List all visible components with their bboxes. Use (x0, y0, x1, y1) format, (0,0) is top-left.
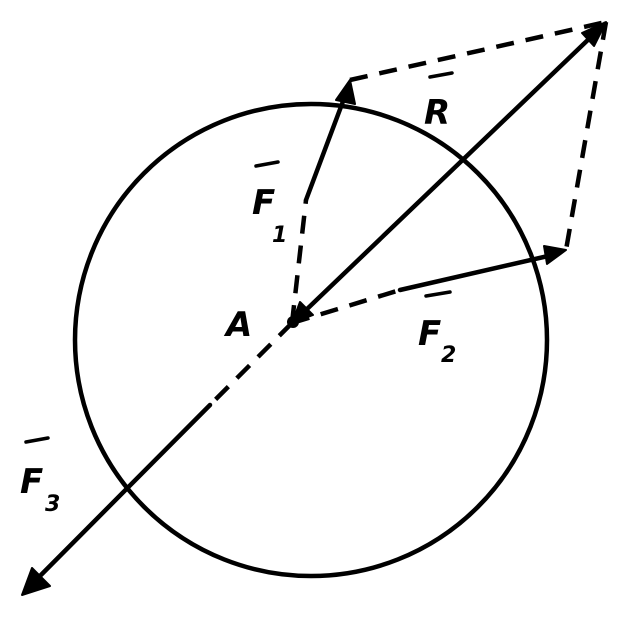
label-r-letter: R (424, 93, 450, 133)
vector-r-arrowhead-end (581, 21, 607, 47)
label-f1-letter: F (252, 183, 275, 223)
circle (72, 101, 550, 579)
dashed-line-f3-base (208, 321, 294, 407)
vector-f3-arrowhead (21, 567, 51, 596)
label-f2-subscript: 2 (441, 343, 456, 368)
label-f3-subscript: 3 (45, 492, 60, 517)
label-f1-subscript: 1 (272, 223, 287, 248)
label-f2-letter: F (418, 314, 441, 354)
label-f1-bar (254, 160, 280, 168)
vector-r-shaft (302, 33, 595, 314)
vector-f1-arrowhead (335, 79, 356, 105)
label-f3-letter: F (20, 462, 43, 502)
dashed-line-right (563, 21, 609, 251)
label-f3-bar (24, 436, 50, 444)
label-f2-bar (424, 290, 452, 298)
vector-f1-shaft (303, 93, 348, 203)
vector-f2-shaft (397, 253, 551, 293)
dashed-line-top (349, 19, 607, 83)
point-a-dot (287, 316, 299, 328)
vector-r-arrowhead-start (291, 301, 314, 324)
label-r-bar (428, 71, 454, 79)
dashed-line-f2-base (291, 287, 401, 326)
dashed-line-f1-base (289, 199, 309, 324)
label-point-a: A (223, 305, 252, 345)
vector-f2-arrowhead (543, 245, 567, 265)
vector-f3-shaft (31, 402, 213, 585)
